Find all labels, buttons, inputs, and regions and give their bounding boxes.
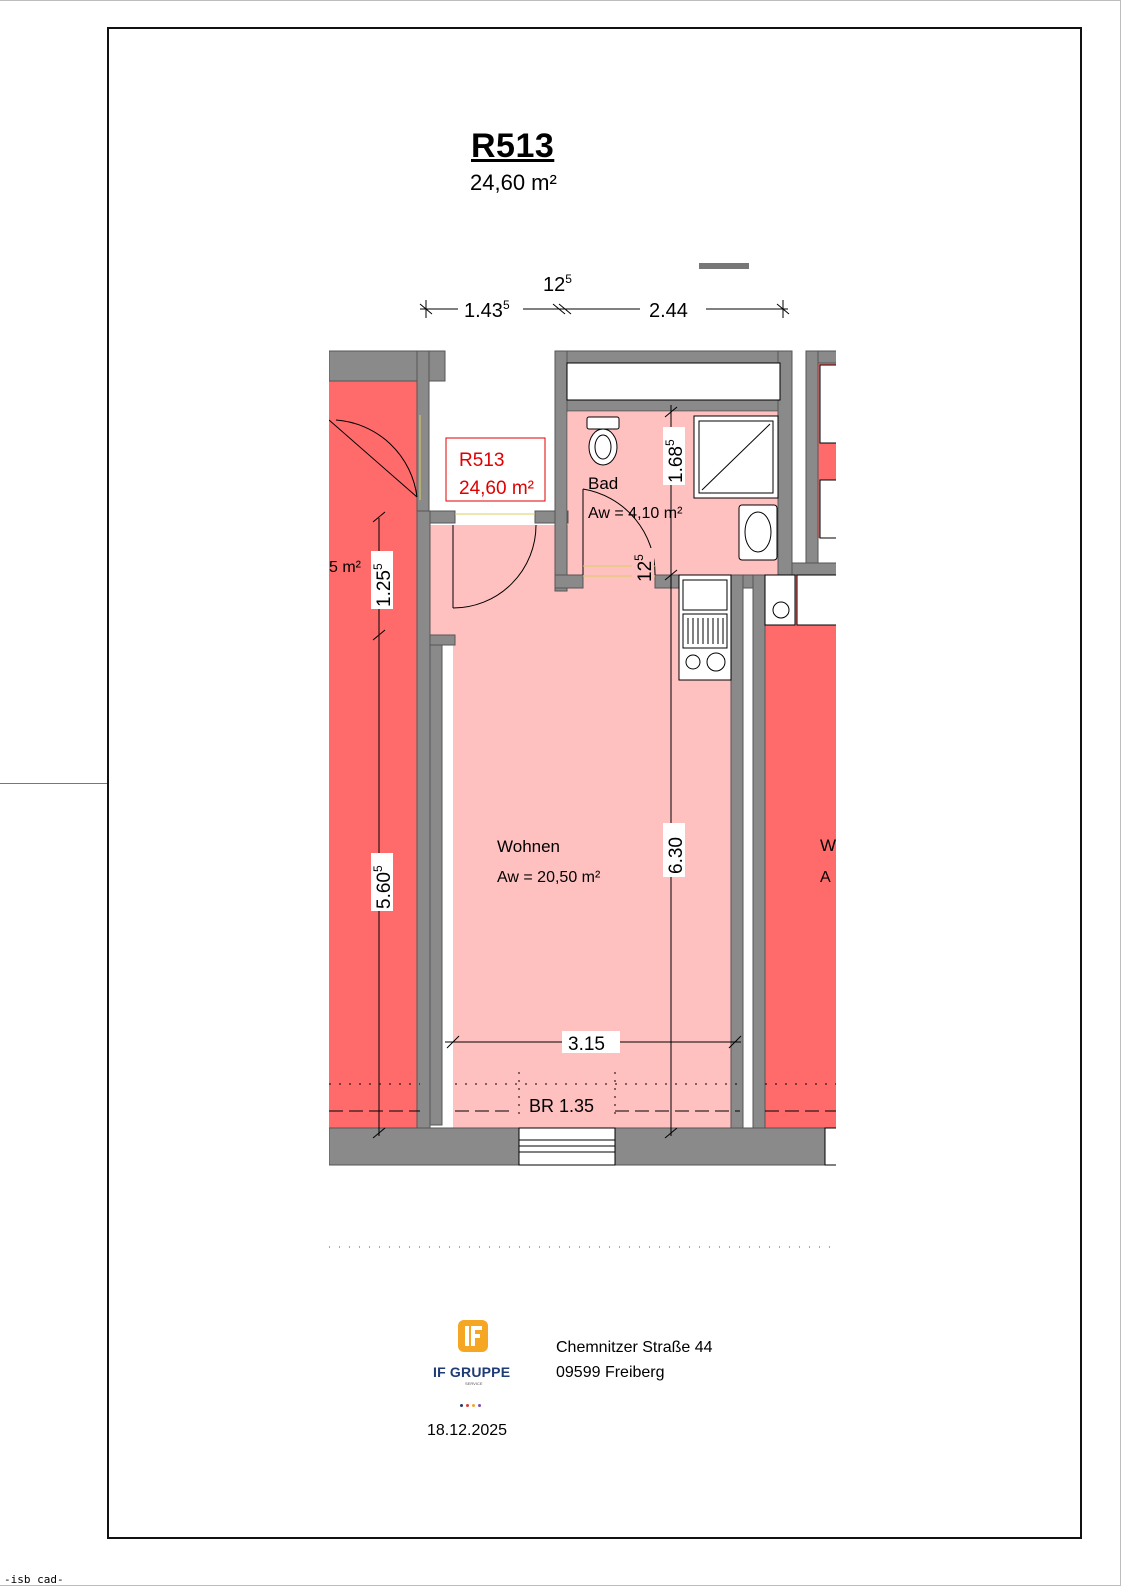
address-city: 09599 Freiberg — [556, 1364, 665, 1381]
logo-dots — [460, 1394, 484, 1412]
svg-text:1.255: 1.255 — [371, 563, 395, 607]
window-label: BR 1.35 — [529, 1096, 594, 1116]
room-name-wohnen: Wohnen — [497, 837, 560, 856]
dimension-6-30: 6.30 — [663, 823, 687, 877]
company-name: IF GRUPPE — [433, 1364, 511, 1380]
svg-text:5.605: 5.605 — [371, 865, 395, 909]
fold-mark — [0, 783, 108, 784]
room-area-bad: Aw = 4,10 m² — [588, 505, 683, 522]
door-swing-left — [329, 419, 418, 498]
drawing-frame — [107, 27, 1082, 1539]
door-swing-main — [452, 524, 537, 609]
unit-total-area: 24,60 m² — [470, 170, 557, 195]
top-dimension-line — [419, 300, 790, 318]
dimension-12-vertical: 125 — [632, 548, 656, 584]
cad-tag: -isb cad- — [4, 1573, 64, 1586]
neighbor-right-area: A — [820, 869, 831, 886]
neighbor-left-area: 5 m² — [329, 559, 362, 576]
room-name-bad: Bad — [588, 474, 618, 493]
dimension-3-15: 3.15 — [568, 1034, 605, 1055]
neighbor-room-right — [765, 627, 836, 1128]
plan-date: 18.12.2025 — [427, 1422, 508, 1439]
dimension-5-60: 5.605 — [371, 853, 395, 911]
dimension-1-25: 1.255 — [371, 551, 395, 609]
bar-marker — [699, 263, 749, 269]
address-street: Chemnitzer Straße 44 — [556, 1339, 713, 1356]
unit-label-id: R513 — [459, 450, 504, 471]
washbasin-icon — [738, 504, 778, 561]
window-icon — [518, 1127, 836, 1166]
svg-text:1.685: 1.685 — [663, 439, 687, 483]
unit-label-area: 24,60 m² — [459, 478, 534, 499]
svg-text:125: 125 — [632, 554, 656, 582]
unit-title: R513 — [471, 127, 555, 165]
dimension-1-43: 1.435 — [464, 298, 510, 322]
company-logo-icon — [458, 1320, 488, 1352]
unit-label-box — [445, 437, 546, 502]
neighbor-room-left — [329, 380, 418, 1128]
neighbor-fixtures — [764, 364, 836, 626]
svg-text:6.30: 6.30 — [666, 837, 687, 874]
skylight-recess — [566, 362, 781, 401]
neighbor-right-name: W — [820, 836, 836, 855]
dimension-12-top: 125 — [543, 272, 572, 296]
room-area-wohnen: Aw = 20,50 m² — [497, 869, 601, 886]
company-subtitle: SERVICE — [465, 1381, 483, 1386]
toilet-icon — [586, 416, 620, 466]
dimension-2-44: 2.44 — [649, 300, 688, 322]
dimension-1-68: 1.685 — [663, 427, 687, 485]
shower-icon — [693, 415, 779, 499]
kitchenette-icon — [678, 574, 732, 681]
